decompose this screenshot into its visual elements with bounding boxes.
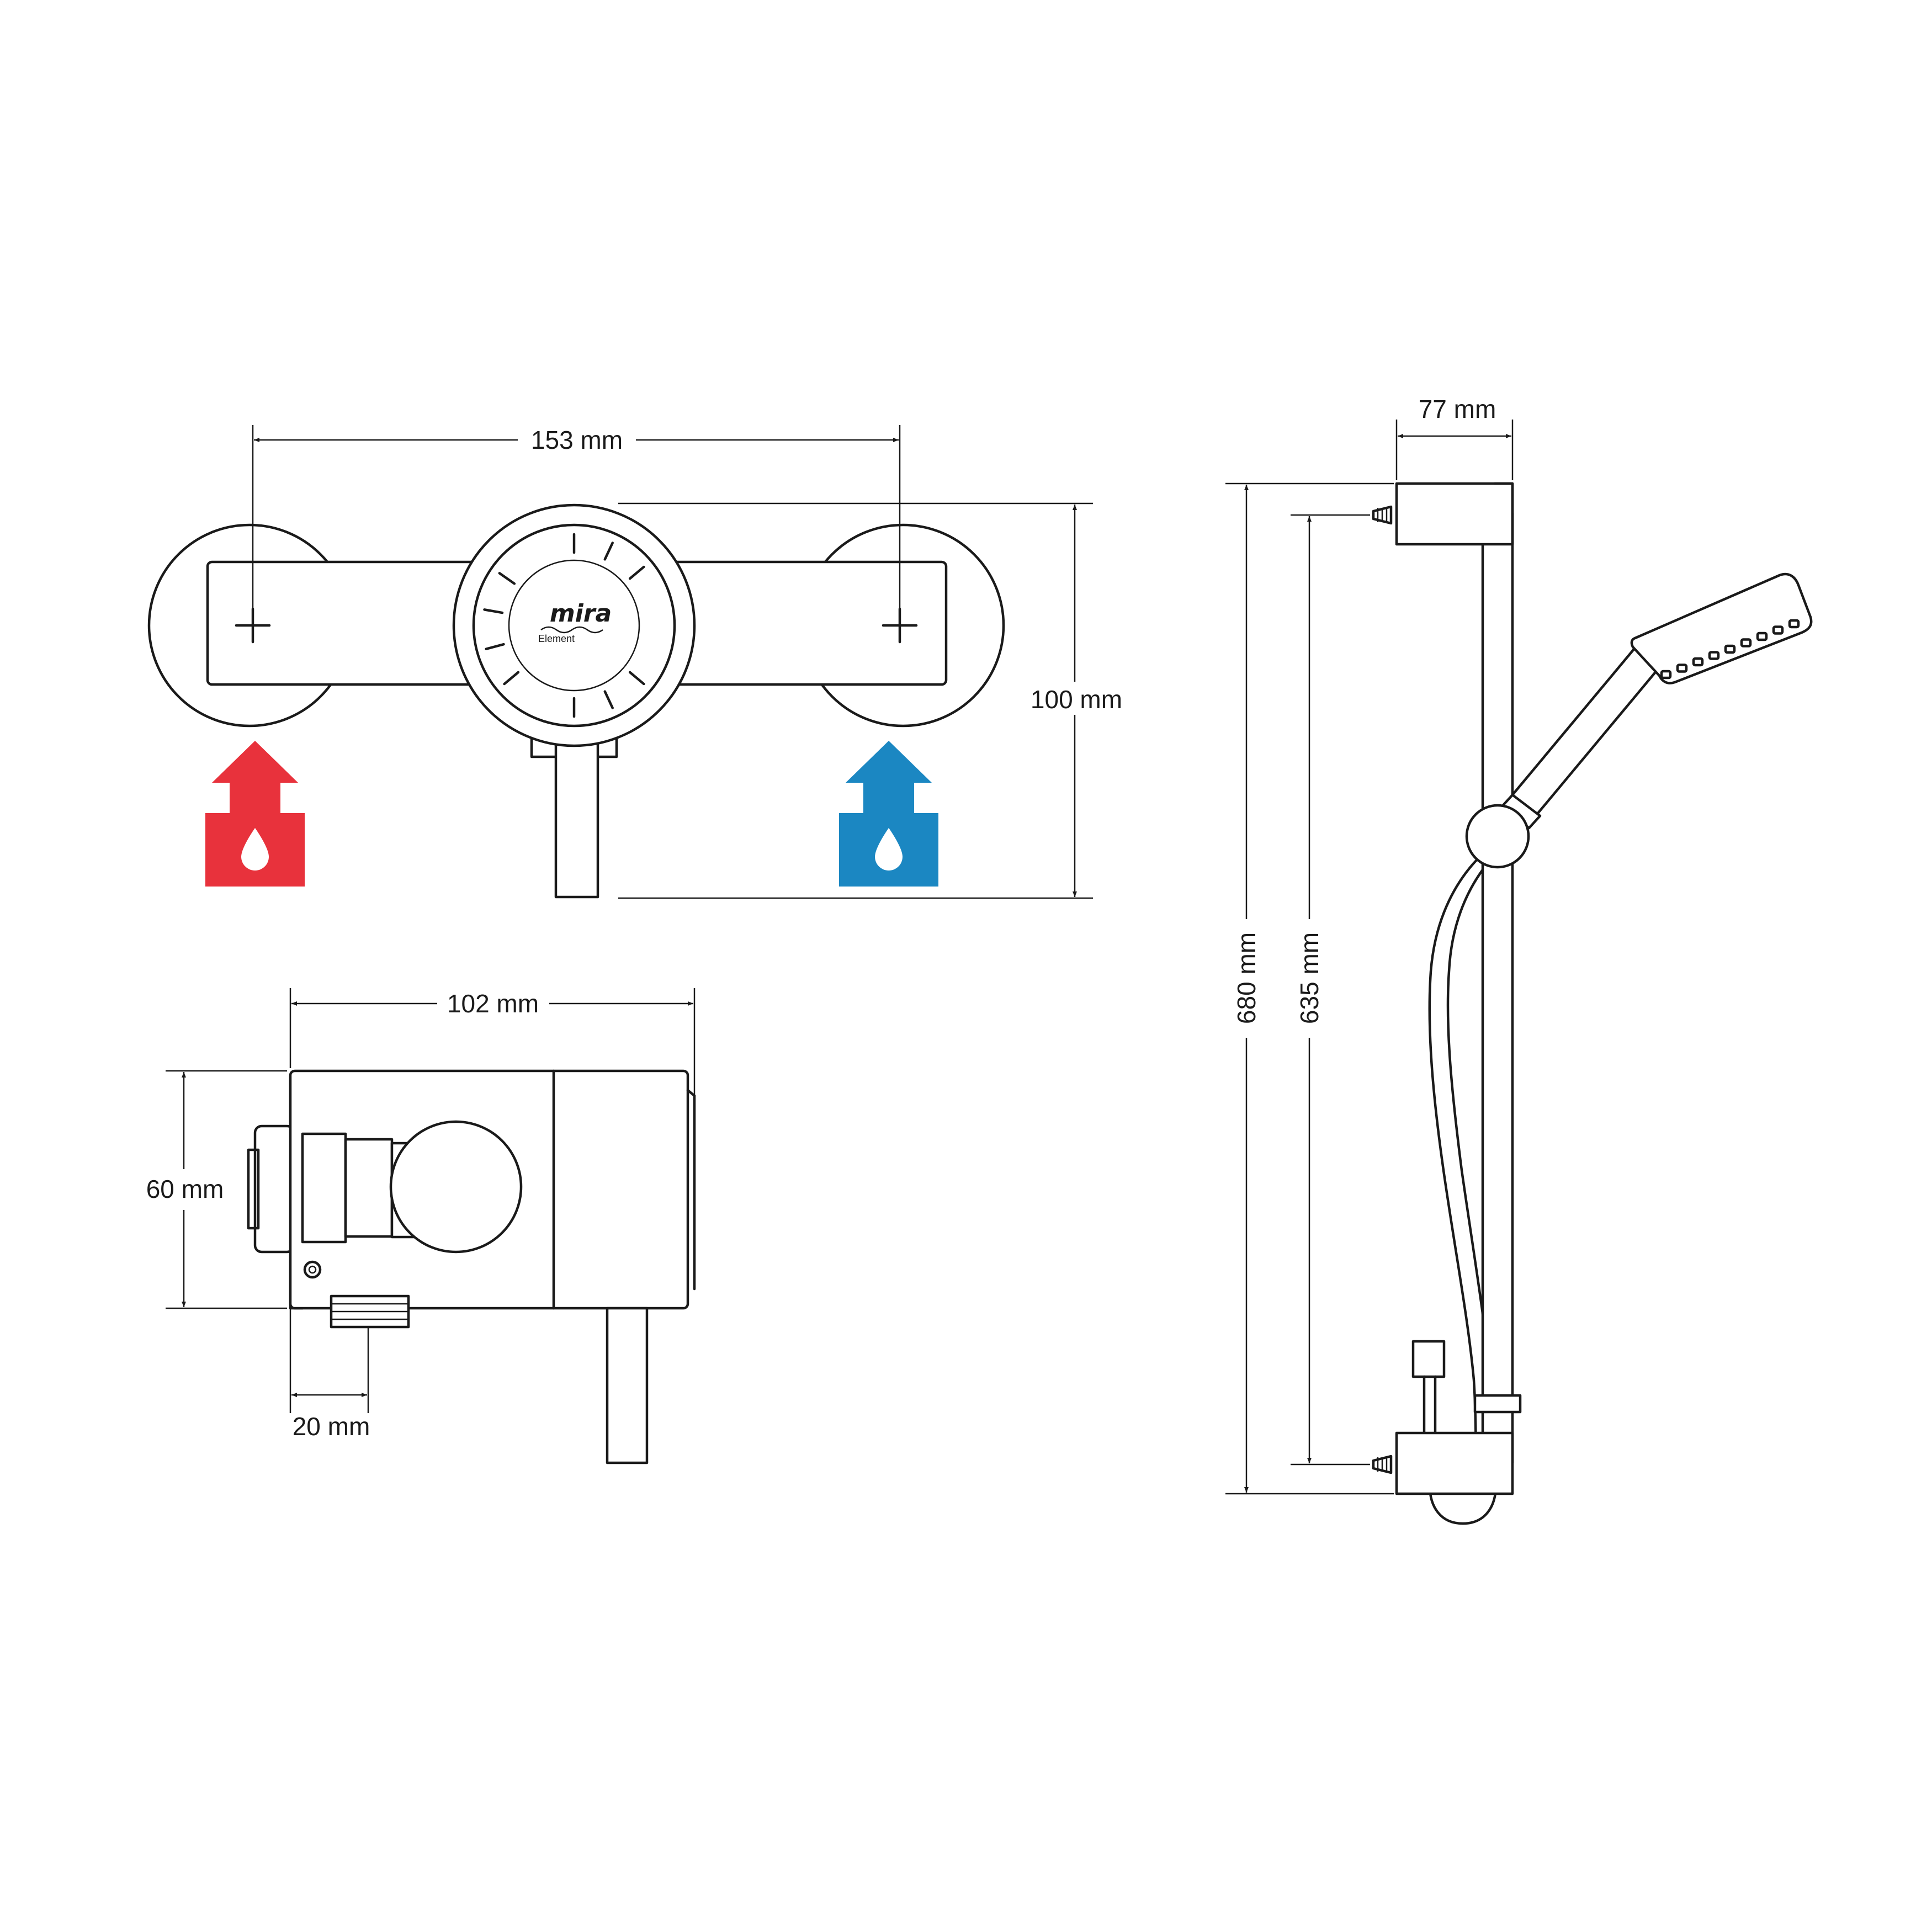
dial-tick-mark	[628, 671, 645, 686]
spray-nozzle	[1788, 619, 1800, 629]
side-control-knob	[389, 1120, 523, 1254]
spray-nozzle	[1692, 657, 1704, 667]
rail-collar	[1473, 1394, 1522, 1414]
rail-slider-knob	[1465, 804, 1530, 869]
dim-rail-depth: 77 mm	[1419, 395, 1496, 423]
spray-nozzle	[1660, 670, 1672, 680]
dial-tick-mark	[498, 572, 516, 585]
handset-head	[1630, 572, 1813, 684]
dial-tick-mark	[485, 643, 505, 650]
temperature-scale	[483, 533, 645, 718]
side-outlet-pipe	[606, 1307, 649, 1464]
spray-nozzle	[1724, 644, 1736, 654]
cold-water-inlet-icon	[839, 741, 938, 887]
dim-side-depth: 102 mm	[447, 989, 539, 1018]
rail-top-bracket	[1395, 482, 1514, 546]
dim-valve-width: 153 mm	[531, 426, 623, 454]
dial-tick-mark	[503, 671, 520, 686]
control-dial-bezel	[452, 503, 696, 747]
dim-outlet-offset: 20 mm	[293, 1412, 370, 1441]
dial-tick-mark	[603, 690, 614, 709]
spray-nozzle	[1756, 631, 1768, 641]
shower-rail-kit: 77 mm 680 mm 635 mm	[1225, 395, 1813, 1525]
dial-tick-mark	[483, 608, 504, 614]
model-name: Element	[538, 633, 575, 644]
spray-nozzles	[1660, 619, 1800, 680]
dim-rail-fixing-centres: 635 mm	[1295, 932, 1324, 1024]
bottom-wall-screw	[1372, 1455, 1393, 1474]
spray-nozzle	[1772, 625, 1784, 635]
dial-tick-mark	[603, 542, 614, 561]
rail-bottom-bracket	[1395, 1431, 1514, 1495]
spray-nozzle	[1708, 651, 1720, 660]
shower-handset	[1500, 572, 1813, 830]
brand-logo: mira	[550, 599, 612, 628]
spray-nozzle	[1740, 638, 1752, 647]
shower-hose	[1428, 851, 1485, 1481]
dial-tick-mark	[628, 565, 645, 580]
valve-front-view: mira Element 153 mm 100 mm	[147, 425, 1123, 899]
top-wall-screw	[1372, 505, 1393, 525]
dim-rail-length: 680 mm	[1232, 932, 1261, 1024]
valve-side-view: 102 mm 60 mm 20 mm	[146, 988, 696, 1464]
dim-side-height: 60 mm	[146, 1175, 224, 1203]
hot-water-inlet-icon	[205, 741, 305, 887]
spray-nozzle	[1676, 664, 1688, 673]
outlet-pipe	[554, 738, 599, 899]
riser-rail	[1481, 512, 1514, 1464]
dim-valve-height: 100 mm	[1031, 685, 1122, 714]
